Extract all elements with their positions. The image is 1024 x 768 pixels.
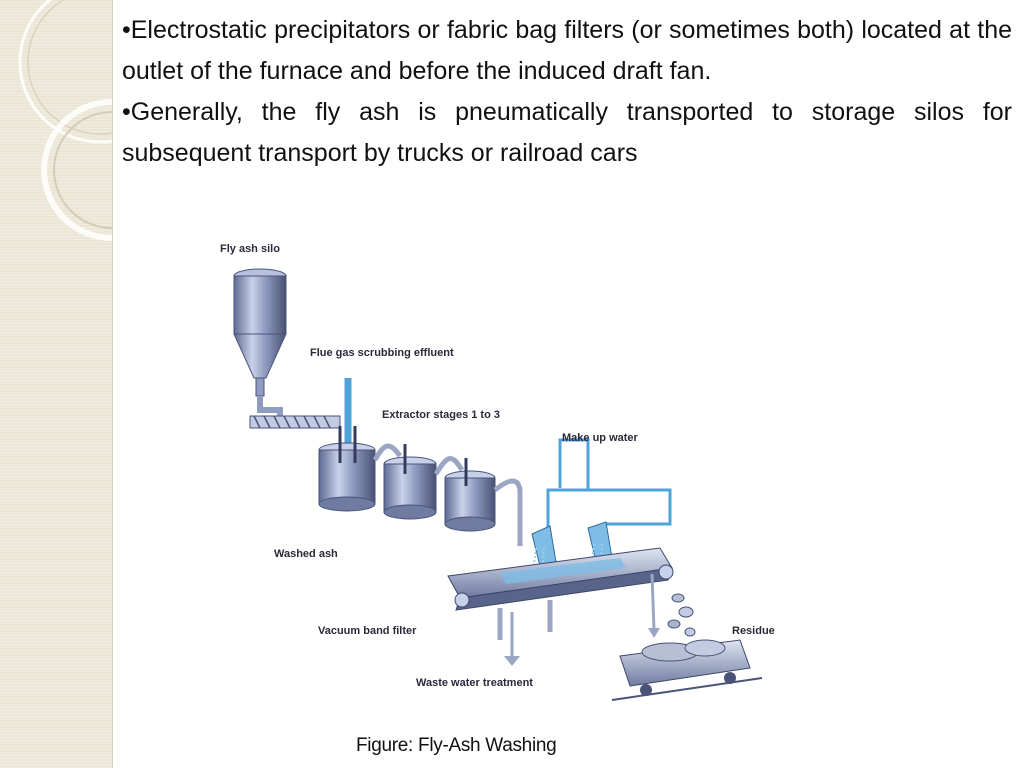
- label-make-up-water: Make up water: [562, 432, 639, 444]
- label-extractor-stages: Extractor stages 1 to 3: [382, 409, 500, 421]
- label-vacuum-band-filter: Vacuum band filter: [318, 625, 417, 637]
- bullet-list: •Electrostatic precipitators or fabric b…: [122, 10, 1012, 174]
- label-washed-ash: Washed ash: [274, 548, 338, 560]
- vacuum-band-filter: [447, 547, 674, 640]
- label-residue: Residue: [732, 625, 775, 637]
- transfer-pipes: [372, 443, 523, 546]
- decorative-rings: [18, 0, 112, 241]
- label-waste-water-treatment: Waste water treatment: [416, 677, 533, 689]
- figure-caption: Figure: Fly-Ash Washing: [356, 735, 557, 756]
- residue-rail-car: [611, 639, 763, 701]
- fly-ash-washing-diagram: Fly ash silo Flue gas scrubbing effluent…: [220, 243, 775, 701]
- fly-ash-silo: [233, 268, 287, 416]
- bullet-pneumatic-transport: •Generally, the fly ash is pneumatically…: [122, 98, 1012, 167]
- residue-stream: [648, 573, 696, 638]
- extractor-tank-2: [383, 444, 437, 520]
- label-fly-ash-silo: Fly ash silo: [220, 243, 280, 255]
- extractor-tank-3: [444, 458, 496, 532]
- label-flue-gas-effluent: Flue gas scrubbing effluent: [310, 347, 454, 359]
- decorative-sidebar: [0, 0, 113, 768]
- screw-conveyor: [249, 415, 341, 429]
- bullet-precipitators: •Electrostatic precipitators or fabric b…: [122, 16, 1012, 85]
- waste-water-arrow: [504, 656, 520, 666]
- spray-nozzles: [531, 521, 613, 581]
- extractor-tank-1: [318, 426, 376, 512]
- makeup-water-feed: [558, 438, 590, 490]
